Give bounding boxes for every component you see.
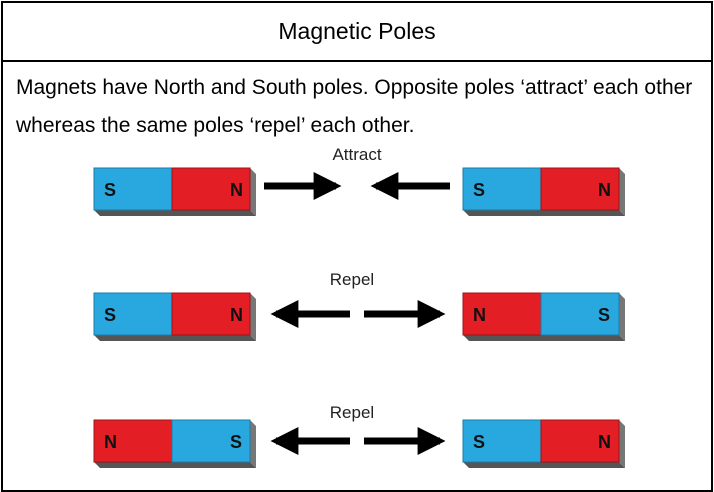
row-3-right-magnet: S N	[462, 419, 625, 468]
row-1-right-pole-1: S	[473, 180, 485, 200]
row-3-left-pole-2: S	[230, 432, 242, 452]
row-2-right-pole-1: N	[473, 305, 486, 325]
row-repel-1: Repel S N N S	[93, 270, 625, 341]
row-repel-2: Repel N S S N	[93, 403, 625, 468]
row-1-left-pole-2: N	[230, 180, 243, 200]
row-1-label: Attract	[332, 145, 381, 164]
row-3-right-pole-2: N	[598, 432, 611, 452]
row-3-left-pole-1: N	[104, 432, 117, 452]
row-2-left-pole-2: N	[230, 305, 243, 325]
intro-text: Magnets have North and South poles. Oppo…	[16, 76, 693, 137]
row-3-left-magnet: N S	[93, 419, 256, 468]
row-1-right-magnet: S N	[462, 167, 625, 216]
row-1-left-magnet: S N	[93, 167, 256, 216]
row-1-left-pole-1: S	[104, 180, 116, 200]
row-3-right-pole-1: S	[473, 432, 485, 452]
row-attract: Attract S N S N	[93, 145, 625, 216]
row-2-left-magnet: S N	[93, 292, 256, 341]
row-2-right-magnet: N S	[462, 292, 625, 341]
page-title: Magnetic Poles	[3, 3, 711, 62]
row-1-right-pole-2: N	[598, 180, 611, 200]
row-2-left-pole-1: S	[104, 305, 116, 325]
row-2-right-pole-2: S	[598, 305, 610, 325]
row-3-label: Repel	[330, 403, 374, 422]
row-2-label: Repel	[330, 270, 374, 289]
